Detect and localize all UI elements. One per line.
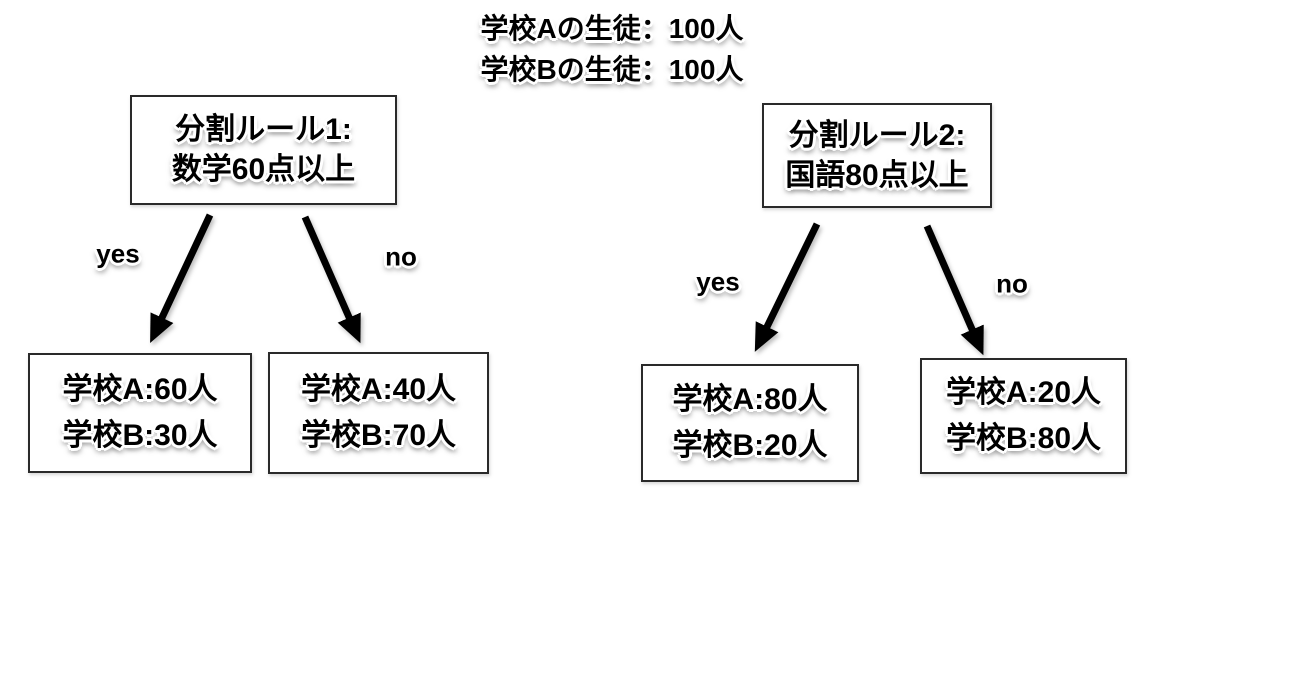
tree2-no-label: no <box>996 268 1028 299</box>
tree2-rule-line1: 分割ルール2: <box>788 118 966 152</box>
dataset-summary-line2: 学校Bの生徒：100人 <box>480 54 744 85</box>
tree2-no-leaf-box: 学校A:20人 学校B:80人 <box>920 358 1127 474</box>
tree2-yes-leaf-line1: 学校A:80人 <box>672 383 828 416</box>
tree2-yes-label: yes <box>696 266 740 297</box>
dataset-summary-line1: 学校Aの生徒：100人 <box>480 13 744 44</box>
tree1-rule-box: 分割ルール1: 数学60点以上 <box>130 95 397 205</box>
tree2-yes-leaf-line2: 学校B:20人 <box>672 429 828 462</box>
tree1-no-label: no <box>385 241 417 272</box>
tree1-rule-line2: 数学60点以上 <box>171 153 356 186</box>
tree1-no-leaf-box: 学校A:40人 学校B:70人 <box>268 352 489 474</box>
tree2-rule-box: 分割ルール2: 国語80点以上 <box>762 103 992 208</box>
tree2-rule-line2: 国語80点以上 <box>785 158 969 192</box>
tree1-yes-arrow <box>150 213 214 344</box>
tree1-yes-leaf-box: 学校A:60人 学校B:30人 <box>28 353 252 473</box>
tree2-no-leaf-line2: 学校B:80人 <box>945 422 1102 455</box>
tree1-yes-leaf-line1: 学校A:60人 <box>62 373 218 406</box>
tree1-yes-label: yes <box>96 238 140 269</box>
tree2-no-leaf-line1: 学校A:20人 <box>945 376 1102 409</box>
tree1-rule-line1: 分割ルール1: <box>175 113 352 146</box>
tree1-yes-leaf-line2: 学校B:30人 <box>62 419 218 452</box>
tree1-no-leaf-line2: 学校B:70人 <box>300 419 457 452</box>
tree1-no-arrow <box>301 215 361 344</box>
tree2-yes-leaf-box: 学校A:80人 学校B:20人 <box>641 364 859 482</box>
tree2-no-arrow <box>923 224 984 356</box>
tree2-yes-arrow <box>754 222 821 352</box>
dataset-summary: 学校Aの生徒：100人 学校Bの生徒：100人 <box>432 8 792 90</box>
tree1-no-leaf-line1: 学校A:40人 <box>300 373 457 406</box>
